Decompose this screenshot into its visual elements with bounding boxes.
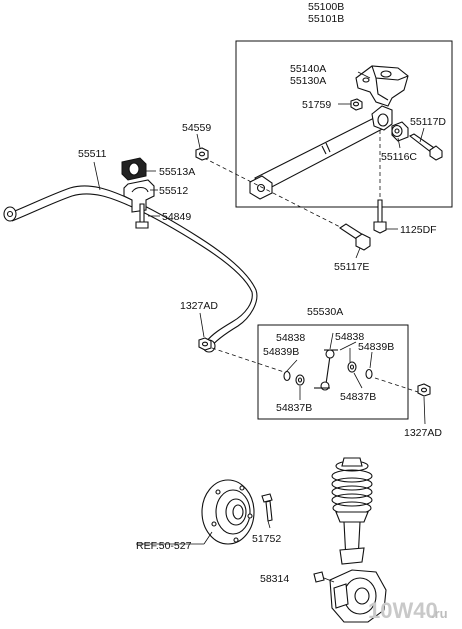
- link-to-nut-dashline: [374, 377, 419, 393]
- label-55116C: 55116C: [381, 151, 417, 163]
- label-54839B-a: 54839B: [263, 346, 299, 358]
- washer-54837B-left: [295, 374, 305, 386]
- bolt-55117E: [339, 223, 371, 251]
- trailing-arm: [249, 105, 393, 200]
- label-54838-b: 54838: [335, 331, 364, 343]
- label-ref-50-527: REF.50-527: [136, 540, 192, 552]
- nut-51759: [350, 98, 363, 111]
- watermark-suffix: .ru: [431, 606, 448, 621]
- bracket-55512: [123, 179, 155, 213]
- label-55130A: 55130A: [290, 75, 326, 87]
- label-55101B: 55101B: [308, 13, 344, 25]
- label-54839B-b: 54839B: [358, 341, 394, 353]
- label-51759: 51759: [302, 99, 331, 111]
- arm-to-bolt-dashline: [203, 157, 351, 233]
- label-54837B-b: 54837B: [340, 391, 376, 403]
- bolt-1125DF: [373, 130, 387, 234]
- label-54838-a: 54838: [276, 332, 305, 344]
- stabilizer-link: [314, 349, 338, 391]
- label-1327AD-left: 1327AD: [180, 300, 218, 312]
- label-1327AD-right: 1327AD: [404, 427, 442, 439]
- wheel-hub: [201, 479, 255, 545]
- label-55117E: 55117E: [334, 261, 369, 273]
- label-54837B-a: 54837B: [276, 402, 312, 414]
- stabilizer-bar: [3, 185, 258, 353]
- label-54849: 54849: [162, 211, 191, 223]
- trailing-arm-group-box: [235, 40, 453, 208]
- bolt-54849: [135, 203, 149, 229]
- hub-bolt-51752: [261, 493, 273, 522]
- label-51752: 51752: [252, 533, 281, 545]
- nut-1327AD-right: [417, 383, 431, 397]
- label-1125DF: 1125DF: [400, 224, 437, 236]
- nut-54559: [195, 147, 209, 161]
- label-55513A: 55513A: [159, 166, 195, 178]
- knuckle-and-brake: [329, 569, 387, 623]
- label-55511: 55511: [78, 148, 107, 160]
- label-55100B: 55100B: [308, 1, 344, 13]
- watermark-logo: 10W40: [368, 598, 438, 623]
- label-55512: 55512: [159, 185, 188, 197]
- washer-54837B-right: [347, 361, 357, 373]
- label-54559: 54559: [182, 122, 211, 134]
- bushing-55513A: [121, 157, 147, 181]
- label-55530A: 55530A: [307, 306, 343, 318]
- bushing-54839B-left: [283, 370, 291, 382]
- leader-lines: [93, 71, 426, 545]
- bolt-55117D: [408, 133, 443, 161]
- link-group-box: [257, 324, 409, 420]
- trailing-arm-bracket: [355, 65, 409, 107]
- label-58314: 58314: [260, 573, 289, 585]
- strut-assembly: [331, 457, 373, 565]
- bushing-55116C: [391, 121, 409, 142]
- label-55140A: 55140A: [290, 63, 326, 75]
- bolt-58314: [313, 571, 335, 583]
- bushing-54839B-right: [365, 368, 373, 380]
- nut-1327AD-left: [198, 337, 212, 351]
- label-55117D: 55117D: [410, 116, 446, 128]
